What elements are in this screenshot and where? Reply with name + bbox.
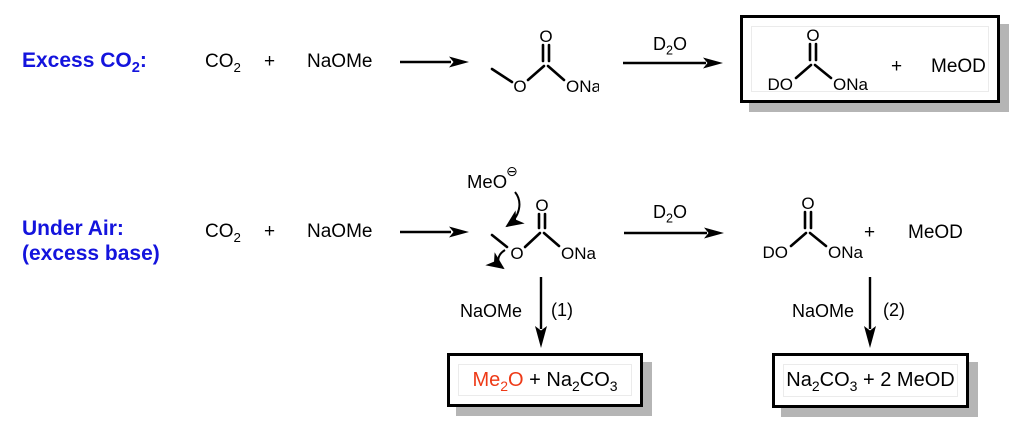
co2-subscript: 2 [233, 229, 241, 245]
arrowhead-icon [864, 326, 876, 348]
step1-products-text: Me2O + Na2CO3 [472, 368, 618, 394]
row1-co2-formula: CO2 [205, 51, 241, 75]
carbonyl-oxygen-label: O [539, 30, 552, 46]
row1-d2o-arrow [623, 57, 723, 69]
do-label: DO [763, 243, 789, 262]
co2-text: CO [205, 51, 234, 72]
step1-product-box: Me2O + Na2CO3 [447, 353, 643, 407]
arrowhead-icon [535, 326, 547, 348]
carbonyl-oxygen-label: O [801, 196, 814, 213]
plus-sign: + [523, 368, 547, 391]
na2co3-co: CO [579, 368, 610, 391]
step2-reagent-label: NaOMe [792, 301, 855, 321]
row1-label-colon: : [139, 49, 147, 72]
row1-condition-label: Excess CO2: [22, 48, 147, 77]
bond-line [523, 231, 542, 249]
ona-label: ONa [561, 244, 597, 263]
methyl-bond [490, 233, 509, 249]
row1-reaction-arrow [400, 56, 469, 68]
me2o-oxygen: O [508, 368, 524, 391]
row2-d2o-arrow [624, 227, 724, 239]
ester-oxygen-label: O [510, 244, 523, 263]
row1-label-subscript: 2 [131, 60, 140, 77]
row2-meod-formula: MeOD [908, 222, 963, 243]
d2o-oxygen: O [673, 34, 688, 54]
na2co3-na: Na [546, 368, 572, 391]
d2o-text: D [653, 34, 666, 54]
methyl-carbonate-structure: O O ONa [490, 30, 599, 96]
na2co3-sub2: 2 [811, 378, 820, 394]
me2o-text: Me [472, 368, 501, 391]
ona-label: ONa [828, 243, 864, 262]
step1-number: (1) [551, 300, 573, 320]
do-label: DO [768, 75, 794, 94]
co2-text: CO [205, 221, 234, 242]
co2-subscript: 2 [233, 59, 241, 75]
bond-line [526, 64, 546, 82]
d2o-text: D [653, 202, 666, 222]
d2o-oxygen: O [673, 202, 688, 222]
arrowhead-icon [703, 57, 723, 69]
na2co3-sub2: 2 [571, 377, 580, 394]
row1-label-text: Excess CO [22, 49, 132, 72]
na2co3-co: CO [819, 369, 850, 391]
me2o-formula: Me2O [472, 368, 524, 394]
arrowhead-icon [449, 56, 469, 68]
step2-products-text: Na2CO3 + 2 MeOD [786, 369, 955, 394]
row2-label-line1: Under Air: [22, 217, 124, 240]
do-carbonate-structure: DO O ONa [763, 196, 864, 262]
arrowhead-icon [449, 226, 469, 238]
intermediate-structure: MeO ⊖ O O ONa [467, 164, 597, 270]
row2-co2-formula: CO2 [205, 221, 241, 245]
box1-plus-sign: + [891, 56, 903, 77]
do-carbonate-structure: DO O ONa [768, 28, 869, 94]
bond-line [808, 231, 828, 248]
ester-oxygen-label: O [513, 77, 526, 96]
meod-products-text: + 2 MeOD [857, 369, 955, 391]
box1-meod-formula: MeOD [931, 56, 986, 77]
row1-plus-sign: + [264, 51, 276, 72]
ona-label: ONa [833, 75, 869, 94]
d2o-subscript: 2 [666, 43, 674, 58]
negative-charge-icon: ⊖ [506, 164, 518, 180]
bond-line [794, 63, 813, 80]
row1-d2o-label: D2O [653, 34, 688, 58]
arrowhead-icon [704, 227, 724, 239]
meo-anion-label: MeO [467, 171, 507, 192]
curved-arrow-leaving [485, 249, 506, 270]
row2-products-plus-sign: + [864, 222, 876, 243]
step1-down-arrow [535, 277, 547, 348]
step2-product-box: Na2CO3 + 2 MeOD [772, 353, 969, 408]
bond-line [546, 64, 566, 82]
row2-reaction-arrow [400, 226, 469, 238]
d2o-subscript: 2 [666, 211, 674, 226]
na2co3-sub3: 3 [609, 377, 618, 394]
row2-plus-sign: + [264, 221, 276, 242]
row1-product-box: DO O ONa + MeOD [740, 15, 1000, 103]
me2o-subscript: 2 [500, 377, 509, 394]
na2co3-formula: Na2CO3 [546, 368, 618, 394]
step2-number: (2) [883, 300, 905, 320]
step1-reagent-label: NaOMe [460, 301, 523, 321]
carbonyl-oxygen-label: O [806, 28, 819, 45]
bond-line [789, 231, 808, 248]
step2-down-arrow [864, 277, 876, 348]
row1-naome-formula: NaOMe [307, 51, 373, 72]
bond-line [542, 231, 561, 248]
na2co3-na: Na [786, 369, 812, 391]
row2-condition-label: Under Air: (excess base) [22, 216, 160, 266]
row2-label-line2: (excess base) [22, 242, 160, 265]
carbonyl-oxygen-label: O [535, 196, 548, 215]
curved-arrow-attack [505, 191, 525, 228]
row2-naome-formula: NaOMe [307, 221, 373, 242]
methyl-bond [490, 67, 514, 84]
na2co3-sub3: 3 [849, 378, 858, 394]
bond-line [813, 63, 833, 80]
ona-label: ONa [566, 77, 599, 96]
row2-d2o-label: D2O [653, 202, 688, 226]
